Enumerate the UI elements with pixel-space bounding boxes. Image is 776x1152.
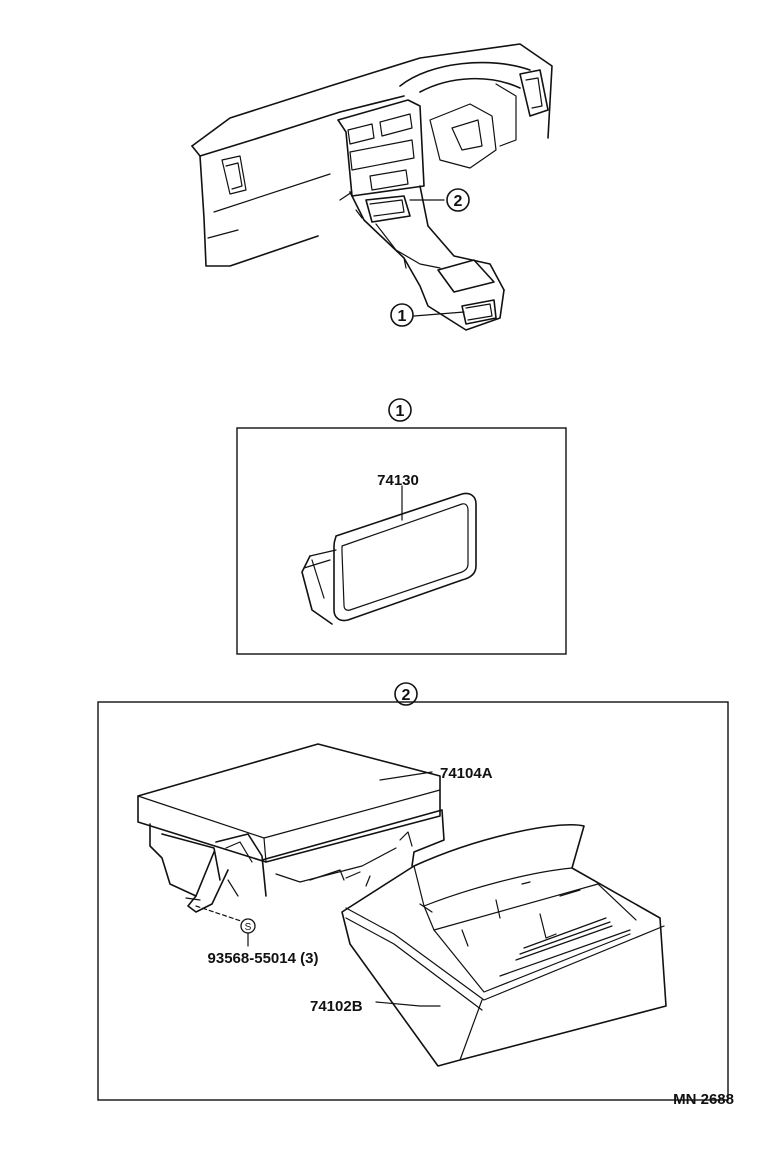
detail-2-number: 2 <box>402 687 411 704</box>
leader-74104a <box>379 771 433 781</box>
callout-circle <box>446 188 470 212</box>
callout-circle <box>390 303 414 327</box>
detail-header-circle <box>394 682 418 706</box>
callout-1-overview: 1 <box>390 303 414 327</box>
leader-74102b <box>375 1001 441 1007</box>
detail-1-frame <box>236 427 567 655</box>
drawing-code: MN 2688 <box>673 1091 734 1108</box>
detail-1-header: 1 <box>388 398 412 422</box>
screw-symbol-s: S <box>245 922 252 933</box>
detail-2-header: 2 <box>394 682 418 706</box>
glovebox-housing-74104a-illustration <box>137 743 445 913</box>
detail-2-frame <box>97 701 729 1101</box>
dashboard-overview-illustration <box>191 43 553 331</box>
detail-header-circle <box>388 398 412 422</box>
screw-93568-illustration: S <box>195 905 256 947</box>
ashtray-74130-illustration <box>301 485 477 625</box>
part-label-74130: 74130 <box>377 472 419 489</box>
detail-1-number: 1 <box>396 403 405 420</box>
part-label-74104a: 74104A <box>440 765 493 782</box>
part-label-74102b: 74102B <box>310 998 363 1015</box>
part-label-93568-55014: 93568-55014 (3) <box>208 950 319 967</box>
callout-2-overview: 2 <box>446 188 470 212</box>
callout-2-label: 2 <box>454 193 463 210</box>
callout-1-label: 1 <box>398 308 407 325</box>
glovebox-door-74102b-illustration <box>341 823 667 1067</box>
